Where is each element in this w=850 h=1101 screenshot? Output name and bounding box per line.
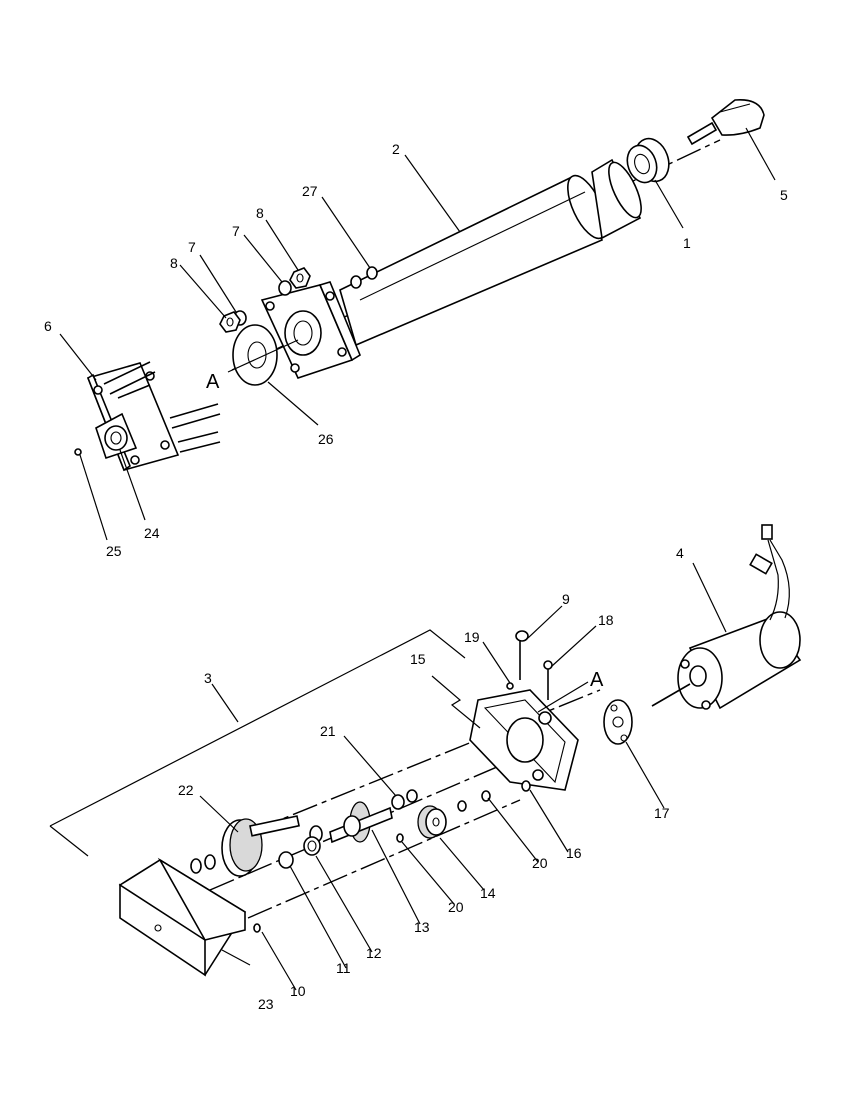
callout-18: 18 (598, 612, 614, 628)
callout-20a: 20 (532, 855, 548, 871)
tube-mounting-flange (260, 281, 361, 379)
callout-14: 14 (480, 885, 496, 901)
boot-seal (626, 137, 670, 184)
bearings (278, 789, 418, 869)
callout-12: 12 (366, 945, 382, 961)
callout-6: 6 (44, 318, 52, 334)
callout-23: 23 (258, 996, 274, 1012)
callout-20b: 20 (448, 899, 464, 915)
idler-gear (417, 800, 467, 839)
callout-27: 27 (302, 183, 318, 199)
callout-4: 4 (676, 545, 684, 561)
motor-gasket (603, 699, 633, 745)
callout-22: 22 (178, 782, 194, 798)
callout-8b: 8 (256, 205, 264, 221)
callout-24: 24 (144, 525, 160, 541)
motor (651, 524, 802, 710)
callout-3: 3 (204, 670, 212, 686)
callout-16: 16 (566, 845, 582, 861)
actuator-tube (339, 158, 642, 347)
callout-13: 13 (414, 919, 430, 935)
pins (506, 630, 553, 700)
callout-11: 11 (336, 960, 351, 976)
callout-1: 1 (683, 235, 691, 251)
callout-17: 17 (654, 805, 670, 821)
lower-leader-lines (199, 562, 727, 991)
callout-2: 2 (392, 141, 400, 157)
callout-26: 26 (318, 431, 334, 447)
upper-leader-lines (59, 127, 776, 541)
callout-labels: 1 2 3 4 5 6 7 7 8 8 9 10 11 12 13 14 15 … (44, 141, 788, 1012)
callout-21: 21 (320, 723, 336, 739)
set-screws (350, 266, 378, 289)
callout-25: 25 (106, 543, 122, 559)
wire (431, 675, 481, 729)
gear-housing (469, 689, 579, 791)
reference-mark-upper: A (206, 371, 220, 393)
gearbox-motor-assembly (49, 339, 802, 991)
rod-end (686, 98, 765, 146)
callout-7b: 7 (232, 223, 240, 239)
gear-shaft (329, 801, 393, 844)
callout-10: 10 (290, 983, 306, 999)
gearbox-cover (118, 857, 251, 977)
actuator-tube-assembly (59, 98, 776, 541)
callout-15: 15 (410, 651, 426, 667)
callout-5: 5 (780, 187, 788, 203)
screws (253, 780, 531, 933)
callout-8a: 8 (170, 255, 178, 271)
callout-19: 19 (464, 629, 480, 645)
mounting-bracket (74, 361, 221, 472)
callout-7a: 7 (188, 239, 196, 255)
gasket (232, 324, 278, 386)
reference-mark-lower: A (590, 669, 604, 691)
callout-9: 9 (562, 591, 570, 607)
